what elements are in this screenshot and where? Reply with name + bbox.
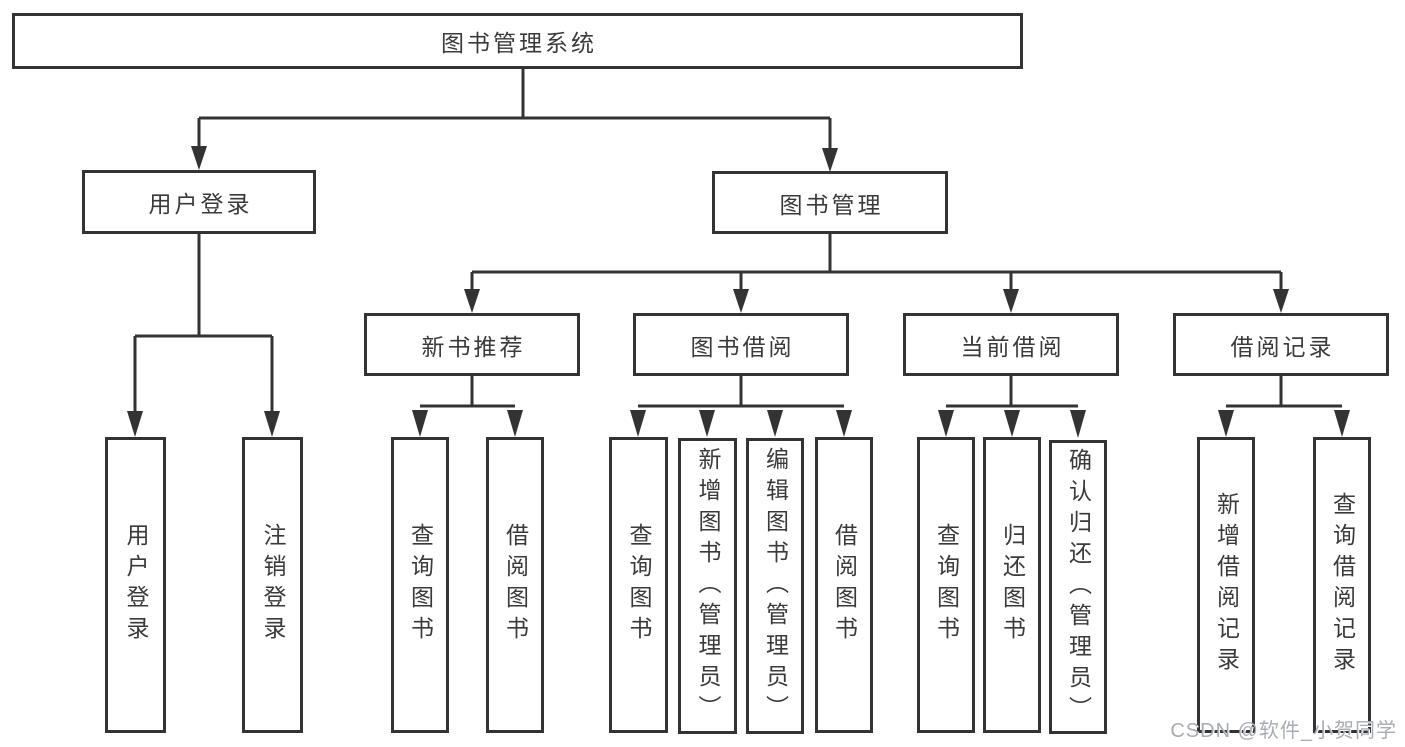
leaf-borrow-books-recommend: 借阅图书 xyxy=(486,437,544,733)
leaf-return-books: 归还图书 xyxy=(983,437,1041,733)
leaf-query-books-recommend: 查询图书 xyxy=(391,437,449,733)
leaf-query-borrow-record: 查询借阅记录 xyxy=(1313,437,1371,733)
leaf-add-book-admin: 新增图书（管理员） xyxy=(678,438,737,734)
node-borrow-records: 借阅记录 xyxy=(1173,313,1389,376)
leaf-add-borrow-record: 新增借阅记录 xyxy=(1197,437,1255,733)
leaf-borrow-books-borrowing: 借阅图书 xyxy=(815,437,873,733)
leaf-logout: 注销登录 xyxy=(242,437,303,733)
leaf-edit-book-admin: 编辑图书（管理员） xyxy=(746,438,804,734)
node-book-management: 图书管理 xyxy=(712,171,948,234)
node-book-borrowing: 图书借阅 xyxy=(633,313,849,376)
csdn-watermark: CSDN @软件_小贺同学 xyxy=(1170,720,1397,742)
node-user-login: 用户登录 xyxy=(82,170,316,234)
leaf-query-books-borrowing: 查询图书 xyxy=(609,437,668,733)
leaf-user-login: 用户登录 xyxy=(105,437,166,733)
root-node-book-management-system: 图书管理系统 xyxy=(12,13,1023,69)
node-new-book-recommend: 新书推荐 xyxy=(364,313,580,376)
leaf-query-books-current: 查询图书 xyxy=(917,437,975,733)
node-current-borrowing: 当前借阅 xyxy=(903,313,1119,376)
leaf-confirm-return-admin: 确认归还（管理员） xyxy=(1049,440,1107,734)
